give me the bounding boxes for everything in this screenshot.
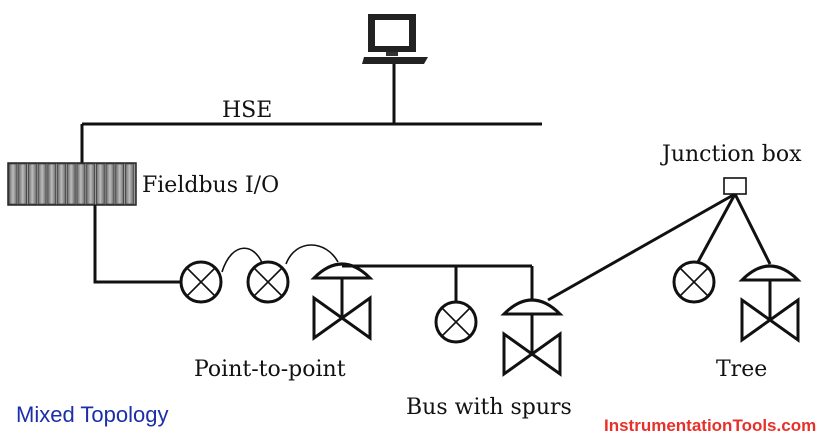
trunk-to-junction: [547, 192, 736, 302]
io-slot: [57, 163, 66, 205]
control-valve-icon: [310, 262, 374, 341]
tree-branch-1: [696, 193, 737, 263]
io-slot: [125, 163, 134, 205]
tree-label: Tree: [716, 357, 767, 382]
io-slot: [37, 163, 47, 205]
io-slot: [47, 163, 57, 205]
transmitter-icon: [246, 260, 290, 304]
io-slot: [18, 163, 28, 205]
io-slot: [105, 163, 115, 205]
chain-curve-2: [285, 244, 339, 265]
io-slot: [86, 163, 95, 205]
tree-branch-2: [733, 193, 772, 265]
io-slot: [66, 163, 76, 205]
hse-label: HSE: [222, 98, 272, 123]
io-to-segment-link: [93, 205, 182, 284]
point-to-point-label: Point-to-point: [194, 357, 346, 382]
watermark: InstrumentationTools.com: [604, 416, 817, 435]
bus-with-spurs-label: Bus with spurs: [406, 395, 572, 420]
io-slot: [28, 163, 37, 205]
junction-box-icon: [723, 177, 747, 195]
diagram-caption: Mixed Topology: [16, 402, 169, 427]
control-valve-icon: [500, 298, 564, 377]
transmitter-icon: [179, 260, 223, 304]
transmitter-icon: [434, 300, 478, 344]
io-slot: [76, 163, 86, 205]
chain-curve-1: [221, 247, 265, 273]
control-valve-icon: [738, 264, 802, 343]
io-slot: [96, 163, 105, 205]
io-module-icon: [7, 162, 137, 206]
fieldbus-io-label: Fieldbus I/O: [142, 173, 279, 198]
computer-icon: [362, 14, 428, 64]
junction-box-label: Junction box: [660, 142, 802, 167]
transmitter-icon: [672, 260, 716, 304]
io-slot: [115, 163, 124, 205]
io-slot: [8, 163, 18, 205]
